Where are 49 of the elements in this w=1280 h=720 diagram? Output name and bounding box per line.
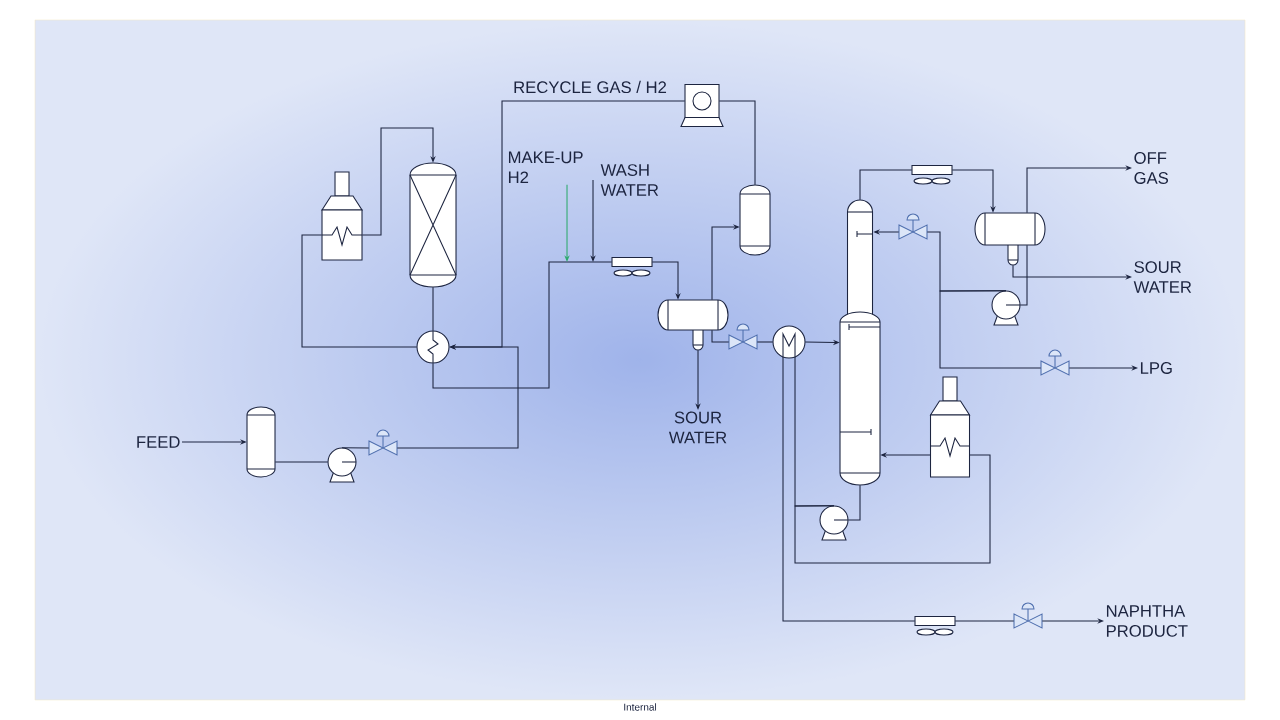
flow-arrow bbox=[1026, 165, 1132, 214]
flow-arrow bbox=[361, 127, 436, 236]
control-valve-symbol bbox=[368, 429, 398, 456]
stream-label: SOUR WATER bbox=[668, 411, 727, 444]
reactor-symbol bbox=[409, 162, 457, 288]
pipe-line bbox=[711, 329, 730, 343]
pipe-line bbox=[794, 454, 991, 564]
stream-label: RECYCLE GAS / H2 bbox=[514, 80, 667, 94]
stream-label: OFF GAS bbox=[1134, 152, 1169, 184]
pipe-line bbox=[432, 286, 434, 332]
air-cooler-symbol bbox=[611, 256, 653, 277]
pipe-line bbox=[847, 484, 861, 521]
drum-symbol bbox=[246, 406, 276, 478]
stream-label: LPG bbox=[1140, 362, 1172, 374]
pipe-line bbox=[718, 100, 756, 186]
pipe-line bbox=[954, 620, 1015, 622]
pipe-line bbox=[1019, 244, 1028, 306]
stream-label: NAPHTHA PRODUCT bbox=[1106, 605, 1188, 637]
compressor-symbol bbox=[680, 83, 724, 128]
pipe-line bbox=[939, 290, 1042, 369]
drum-symbol bbox=[657, 299, 729, 351]
pipe-line bbox=[301, 234, 418, 348]
control-valve-symbol bbox=[1040, 349, 1070, 376]
control-valve-symbol bbox=[728, 323, 758, 350]
stream-label: SOUR WATER bbox=[1133, 261, 1192, 293]
furnace-symbol bbox=[929, 376, 971, 478]
furnace-symbol bbox=[321, 171, 363, 261]
heat-exchanger-symbol bbox=[416, 330, 450, 364]
pump-symbol bbox=[991, 290, 1021, 326]
pipe-line bbox=[432, 261, 613, 389]
pipe-line bbox=[782, 356, 916, 622]
control-valve-symbol bbox=[898, 213, 928, 240]
pipe-line bbox=[756, 341, 774, 343]
drum-symbol bbox=[974, 212, 1046, 266]
stream-label: WASH WATER bbox=[600, 164, 659, 196]
pipe-line bbox=[859, 169, 913, 201]
air-cooler-symbol bbox=[914, 615, 956, 636]
pipe-line bbox=[341, 447, 370, 449]
heat-exchanger-symbol bbox=[772, 325, 806, 359]
stream-label: MAKE-UP H2 bbox=[508, 151, 583, 184]
air-cooler-symbol bbox=[911, 164, 953, 185]
classification-label: Internal bbox=[624, 703, 656, 711]
pump-symbol bbox=[327, 447, 357, 483]
column-symbol bbox=[839, 199, 881, 486]
drum-symbol bbox=[739, 184, 771, 256]
stream-label: FEED bbox=[137, 436, 180, 448]
pump-symbol bbox=[819, 505, 849, 541]
pipe-line bbox=[274, 461, 329, 463]
control-valve-symbol bbox=[1013, 602, 1043, 629]
